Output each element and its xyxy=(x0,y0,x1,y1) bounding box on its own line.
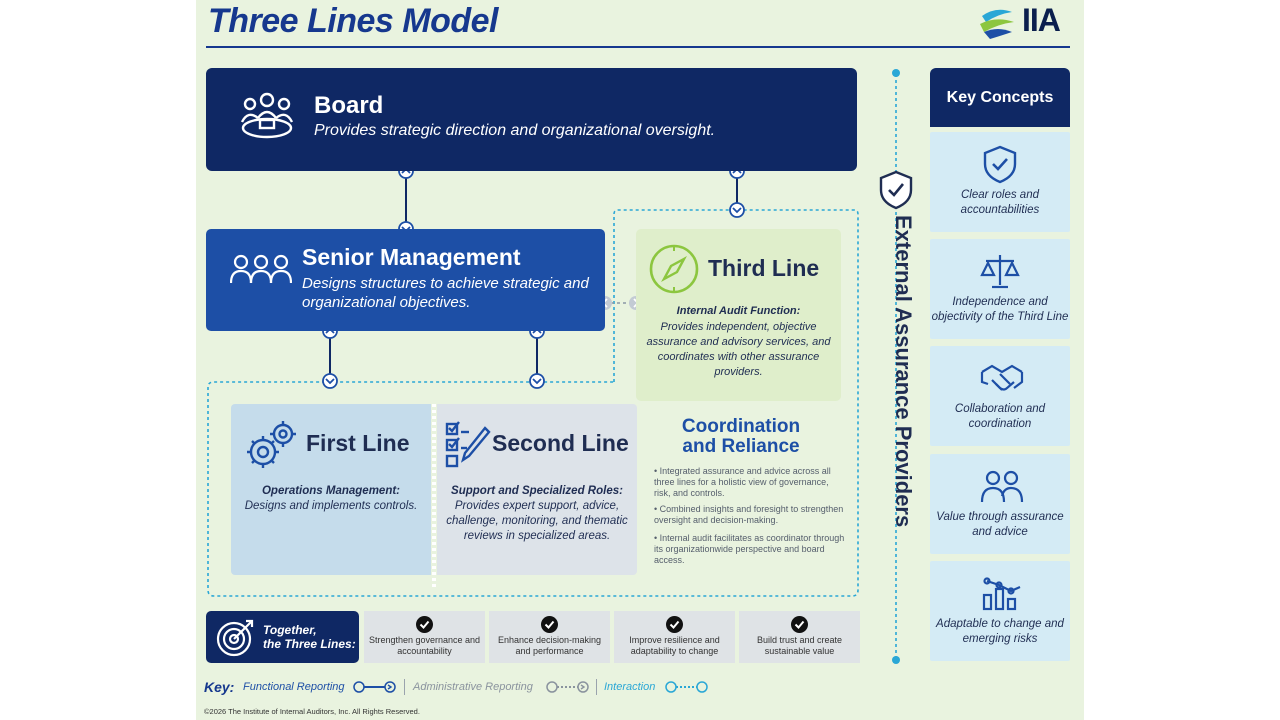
gears-icon xyxy=(247,421,296,468)
people-icon xyxy=(980,470,1024,503)
benefit-card: Improve resilience and adaptability to c… xyxy=(614,611,735,663)
scales-icon xyxy=(980,255,1020,289)
key-concept-label: Adaptable to change and emerging risks xyxy=(936,618,1064,645)
second-line-subtitle: Support and Specialized Roles: xyxy=(451,485,623,497)
key-concept-label: Collaboration and coordination xyxy=(954,403,1046,430)
check-icon xyxy=(791,616,808,633)
key-concept-card: Adaptable to change and emerging risks xyxy=(930,561,1070,661)
board-description: Provides strategic direction and organiz… xyxy=(314,122,716,139)
coordination-title-line2: and Reliance xyxy=(682,436,800,457)
check-icon xyxy=(666,616,683,633)
key-concept-card: Clear roles and accountabilities xyxy=(930,132,1070,232)
coordination-bullet: • Combined insights and foresight to str… xyxy=(654,504,844,525)
iia-logo-text: IIA xyxy=(1022,2,1061,38)
administrative-reporting-arrow-icon xyxy=(546,681,589,693)
interaction-arrow-icon xyxy=(665,681,708,693)
second-line-description: Provides expert support, advice, challen… xyxy=(446,500,628,542)
first-line-description: Designs and implements controls. xyxy=(244,500,418,512)
third-line-heading: Third Line xyxy=(708,255,820,281)
functional-reporting-label: Functional Reporting xyxy=(243,681,345,693)
third-line-box: Third Line Internal Audit Function: Prov… xyxy=(636,229,841,401)
board-heading: Board xyxy=(314,92,384,119)
second-line-text: Support and Specialized Roles: Provides e… xyxy=(443,484,631,544)
functional-reporting-arrow-icon xyxy=(353,681,396,693)
key-separator xyxy=(404,679,405,695)
key-concept-label: Value through assurance and advice xyxy=(936,511,1064,538)
first-line-subtitle: Operations Management: xyxy=(261,485,401,497)
benefit-label: Improve resilience and adaptability to c… xyxy=(629,635,720,656)
three-lines-infographic: Three Lines Model IIA xyxy=(196,0,1084,720)
key-concepts-heading: Key Concepts xyxy=(930,68,1070,127)
iia-logo-icon xyxy=(980,9,1014,39)
coordination-bullet: • Integrated assurance and advice across… xyxy=(654,466,831,498)
key-concept-card: Independence and objectivity of the Thir… xyxy=(930,239,1070,339)
key-concept-card: Collaboration and coordination xyxy=(930,346,1070,446)
key-separator xyxy=(596,679,597,695)
together-box: Together,the Three Lines: xyxy=(206,611,359,663)
handshake-icon xyxy=(980,364,1024,391)
together-label: Together,the Three Lines: xyxy=(263,623,356,651)
second-line-box: Second Line Support and Specialized Role… xyxy=(437,404,637,575)
external-assurance-text: External Assurance Providers xyxy=(891,215,916,528)
boardroom-icon xyxy=(240,92,294,139)
copyright: ©2026 The Institute of Internal Auditors… xyxy=(204,707,420,716)
key-concept-label: Independence and objectivity of the Thir… xyxy=(931,296,1069,323)
administrative-reporting-label: Administrative Reporting xyxy=(413,681,533,693)
page-title: Three Lines Model xyxy=(208,2,499,40)
benefit-card: Build trust and create sustainable value xyxy=(739,611,860,663)
first-line-box: First Line Operations Management: Designs… xyxy=(231,404,431,575)
benefit-card: Enhance decision-making and performance xyxy=(489,611,610,663)
checklist-pen-icon xyxy=(445,421,491,468)
coordination-title-line1: Coordination xyxy=(681,416,801,437)
benefit-label: Strengthen governance and accountability xyxy=(368,635,481,656)
benefit-card: Strengthen governance and accountability xyxy=(364,611,485,663)
first-line-text: Operations Management: Designs and implem… xyxy=(237,484,425,514)
coordination-bullet: • Internal audit facilitates as coordina… xyxy=(654,533,845,565)
senior-management-heading: Senior Management xyxy=(302,244,521,270)
interaction-label: Interaction xyxy=(604,681,656,693)
benefit-label: Enhance decision-making and performance xyxy=(497,635,602,656)
compass-icon xyxy=(649,244,699,294)
third-line-subtitle: Internal Audit Function: xyxy=(676,305,801,317)
key-label: Key: xyxy=(204,679,235,695)
key-concept-card: Value through assurance and advice xyxy=(930,454,1070,554)
check-icon xyxy=(541,616,558,633)
chart-icon xyxy=(982,577,1021,611)
target-icon xyxy=(216,619,254,657)
first-line-heading: First Line xyxy=(306,430,410,456)
team-icon xyxy=(230,254,292,284)
benefit-label: Build trust and create sustainable value xyxy=(756,635,843,656)
key-concept-label: Clear roles and accountabilities xyxy=(960,189,1040,216)
board-box: Board Provides strategic direction and o… xyxy=(206,68,857,171)
third-line-description: Provides independent, objective assuranc… xyxy=(646,321,831,378)
second-line-heading: Second Line xyxy=(492,430,629,456)
shield-check-icon xyxy=(983,145,1017,184)
shield-badge-icon xyxy=(879,170,913,210)
senior-management-box: Senior Management Designs structures to … xyxy=(206,229,605,331)
senior-management-description: Designs structures to achieve strategic … xyxy=(302,275,589,311)
title-divider xyxy=(206,46,1070,48)
check-icon xyxy=(416,616,433,633)
